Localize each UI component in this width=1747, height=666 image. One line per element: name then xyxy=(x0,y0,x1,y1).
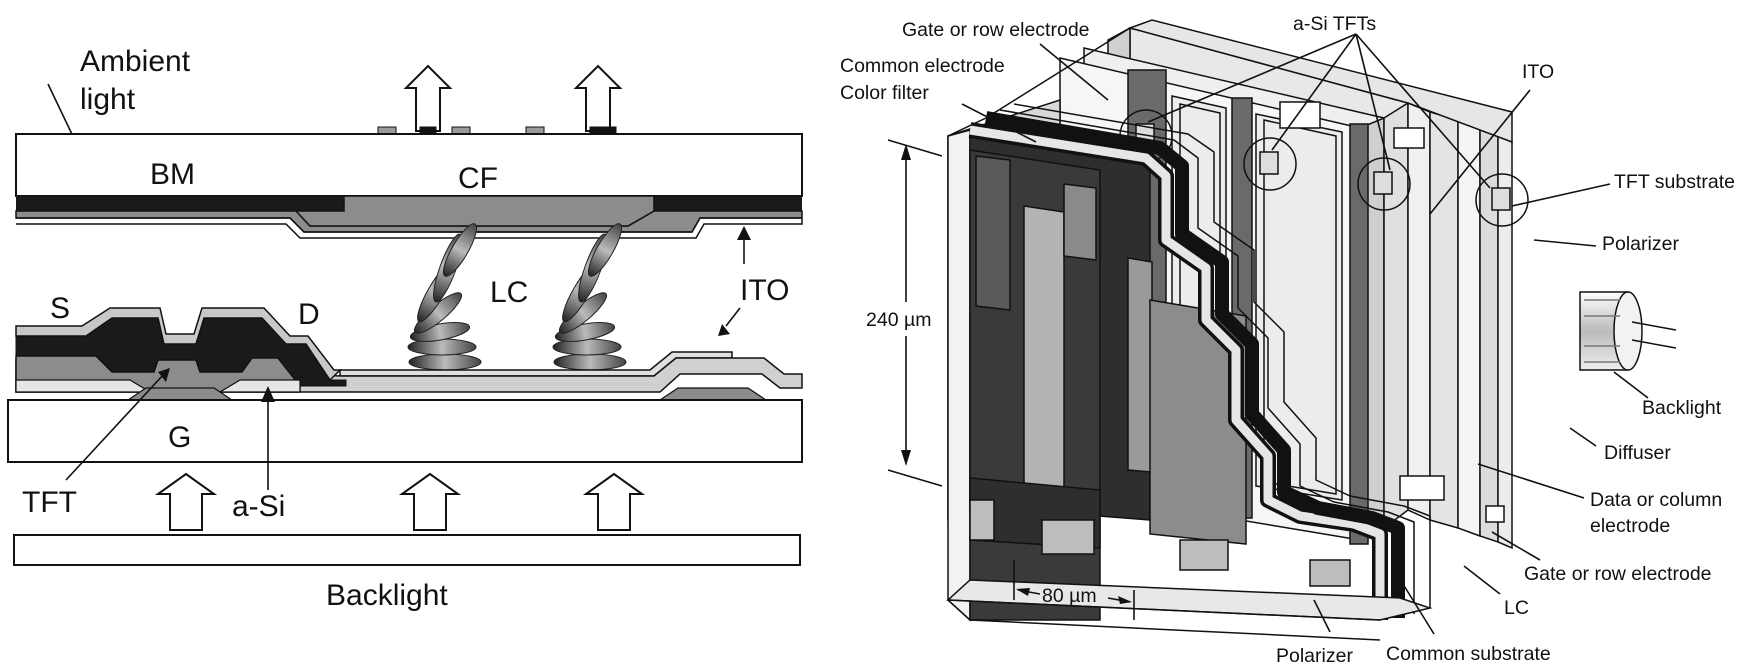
black-matrix xyxy=(16,196,344,211)
ito-label-right: ITO xyxy=(1522,61,1554,83)
a-si-pointer xyxy=(261,386,275,490)
polarizer-bottom-label: Polarizer xyxy=(1276,645,1353,666)
tft-circle-4 xyxy=(1475,173,1529,227)
tft-circle-2 xyxy=(1243,137,1297,191)
gate-label: G xyxy=(168,421,191,454)
lc-label: LC xyxy=(490,276,528,309)
ambient-light-label-line2: light xyxy=(80,83,136,116)
backlight-lamp xyxy=(1579,291,1677,371)
gate-insulator xyxy=(15,379,301,393)
black-matrix xyxy=(654,196,802,211)
a-si-label: a-Si xyxy=(232,490,285,523)
backlight-arrow xyxy=(582,472,646,531)
data-column-electrode-label-line2: electrode xyxy=(1590,515,1670,537)
liquid-crystal-molecules-1 xyxy=(407,223,482,371)
top-ito-layer xyxy=(16,217,803,239)
color-filter-label: Color filter xyxy=(840,82,929,104)
gate-row-electrode-bottom-label: Gate or row electrode xyxy=(1524,563,1712,585)
top-surface-pads xyxy=(377,126,617,135)
tft-circle-3 xyxy=(1357,157,1411,211)
source-label: S xyxy=(50,292,70,325)
a-si-tfts-label: a-Si TFTs xyxy=(1293,13,1376,35)
gate-electrode xyxy=(126,387,234,401)
backlight-arrow xyxy=(398,472,462,531)
cf-label: CF xyxy=(458,162,498,195)
backlight-plate xyxy=(13,534,801,566)
top-glass-substrate xyxy=(15,133,803,197)
leader-lines xyxy=(961,33,1649,635)
dimension-80 xyxy=(1013,560,1135,620)
output-light-arrow xyxy=(573,64,623,132)
storage-electrode xyxy=(658,387,768,401)
dimension-80-label: 80 µm xyxy=(1042,585,1097,607)
data-column-electrode-label-line1: Data or column xyxy=(1590,489,1722,511)
tft-label: TFT xyxy=(22,486,77,519)
liquid-crystal-molecules-2 xyxy=(552,223,627,371)
color-filter-layer xyxy=(294,195,655,227)
gate-row-electrode-top-label: Gate or row electrode xyxy=(902,19,1090,41)
ito-arrow xyxy=(737,226,751,264)
bm-label: BM xyxy=(150,158,195,191)
panel-3d-diagram: Gate or row electrode a-Si TFTs Common e… xyxy=(840,13,1735,666)
tft-pointer xyxy=(65,368,170,481)
dimension-240 xyxy=(887,139,943,487)
common-electrode-label: Common electrode xyxy=(840,55,1005,77)
lc-right-label: LC xyxy=(1504,597,1529,619)
drain-label: D xyxy=(298,298,320,331)
backlight-label: Backlight xyxy=(326,579,448,612)
cross-section-diagram: Ambient light BM CF LC ITO S D G TFT a-S… xyxy=(7,45,803,612)
front-panel xyxy=(946,27,1433,641)
diffuser-label: Diffuser xyxy=(1604,442,1671,464)
bottom-glass-substrate xyxy=(7,399,803,463)
backlight-arrow xyxy=(154,472,218,531)
ito-label: ITO xyxy=(740,274,789,307)
tft-substrate-label: TFT substrate xyxy=(1614,171,1735,193)
source-drain-top-layer xyxy=(15,307,342,382)
dimension-240-label: 240 µm xyxy=(866,309,931,331)
ambient-light-label-line1: Ambient xyxy=(80,45,191,78)
polarizer-right-label: Polarizer xyxy=(1602,233,1679,255)
ito-pointer xyxy=(718,307,741,336)
output-light-arrow xyxy=(403,64,453,132)
common-substrate-label: Common substrate xyxy=(1386,643,1551,665)
backlight-right-label: Backlight xyxy=(1642,397,1722,419)
